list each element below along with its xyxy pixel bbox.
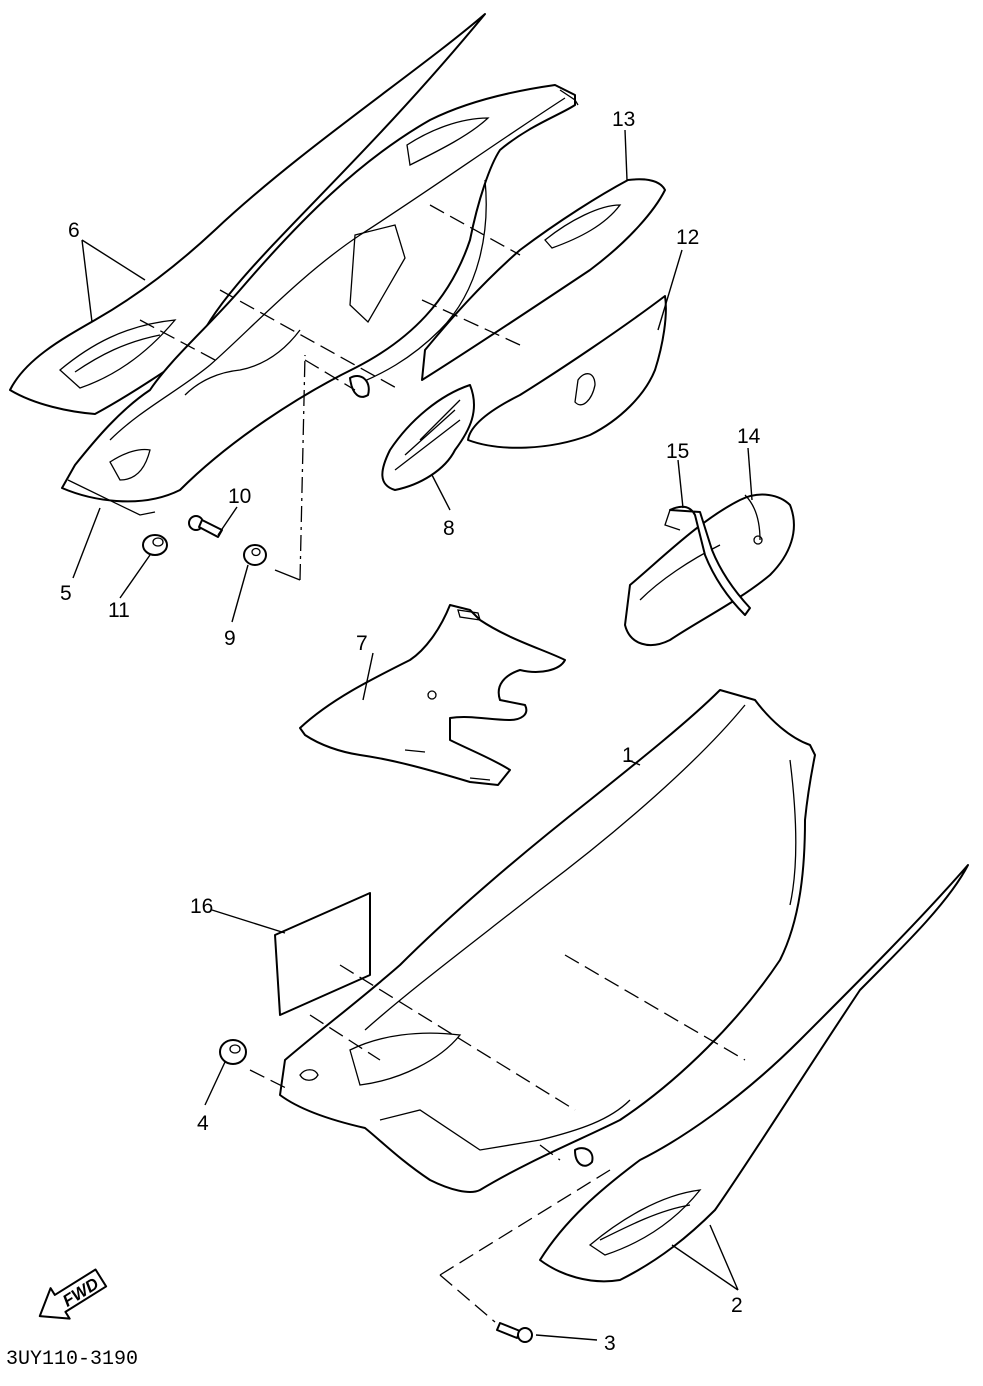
- part-15-band: [664, 505, 751, 616]
- part-1-side-cover-lower: [279, 689, 816, 1193]
- part-12-panel: [467, 295, 667, 449]
- part-3-bolt: [496, 1322, 533, 1343]
- callout-7: 7: [356, 632, 368, 655]
- part-11-grommet: [142, 534, 168, 556]
- drawing-code: 3UY110-3190: [6, 1348, 139, 1371]
- callout-1: 1: [622, 744, 634, 767]
- callout-12: 12: [676, 226, 699, 249]
- callout-9: 9: [224, 627, 236, 650]
- callout-4: 4: [197, 1112, 209, 1135]
- callout-11: 11: [108, 599, 130, 622]
- part-10-bolt: [188, 515, 223, 538]
- part-2-side-cover-stripe: [539, 864, 969, 1283]
- callout-8: 8: [443, 517, 455, 540]
- part-16-label: [274, 892, 371, 1016]
- callout-5: 5: [60, 582, 72, 605]
- callout-13: 13: [612, 108, 635, 131]
- callout-16: 16: [190, 895, 213, 918]
- leader-lines: [72, 129, 753, 1341]
- callout-14: 14: [737, 425, 761, 448]
- callout-2: 2: [731, 1294, 743, 1317]
- assembly-lines: [139, 204, 746, 1323]
- callout-6: 6: [68, 219, 80, 242]
- part-4-grommet: [219, 1039, 247, 1065]
- part-5-side-cover-main: [61, 84, 579, 516]
- callout-labels: 6 5 11 10 9 7 8 13 12 14 15 1 16 4 2 3: [60, 108, 761, 1355]
- part-6-side-cover-upper: [9, 13, 486, 415]
- callout-10: 10: [228, 485, 251, 508]
- fwd-arrow: FWD: [38, 1268, 108, 1320]
- part-13-emblem: [421, 178, 666, 381]
- part-14-tool-bag: [624, 493, 795, 646]
- part-8-pad: [381, 384, 475, 491]
- callout-3: 3: [604, 1332, 616, 1355]
- callout-15: 15: [666, 440, 689, 463]
- part-7-plate: [299, 604, 566, 786]
- part-9-collar: [243, 544, 267, 566]
